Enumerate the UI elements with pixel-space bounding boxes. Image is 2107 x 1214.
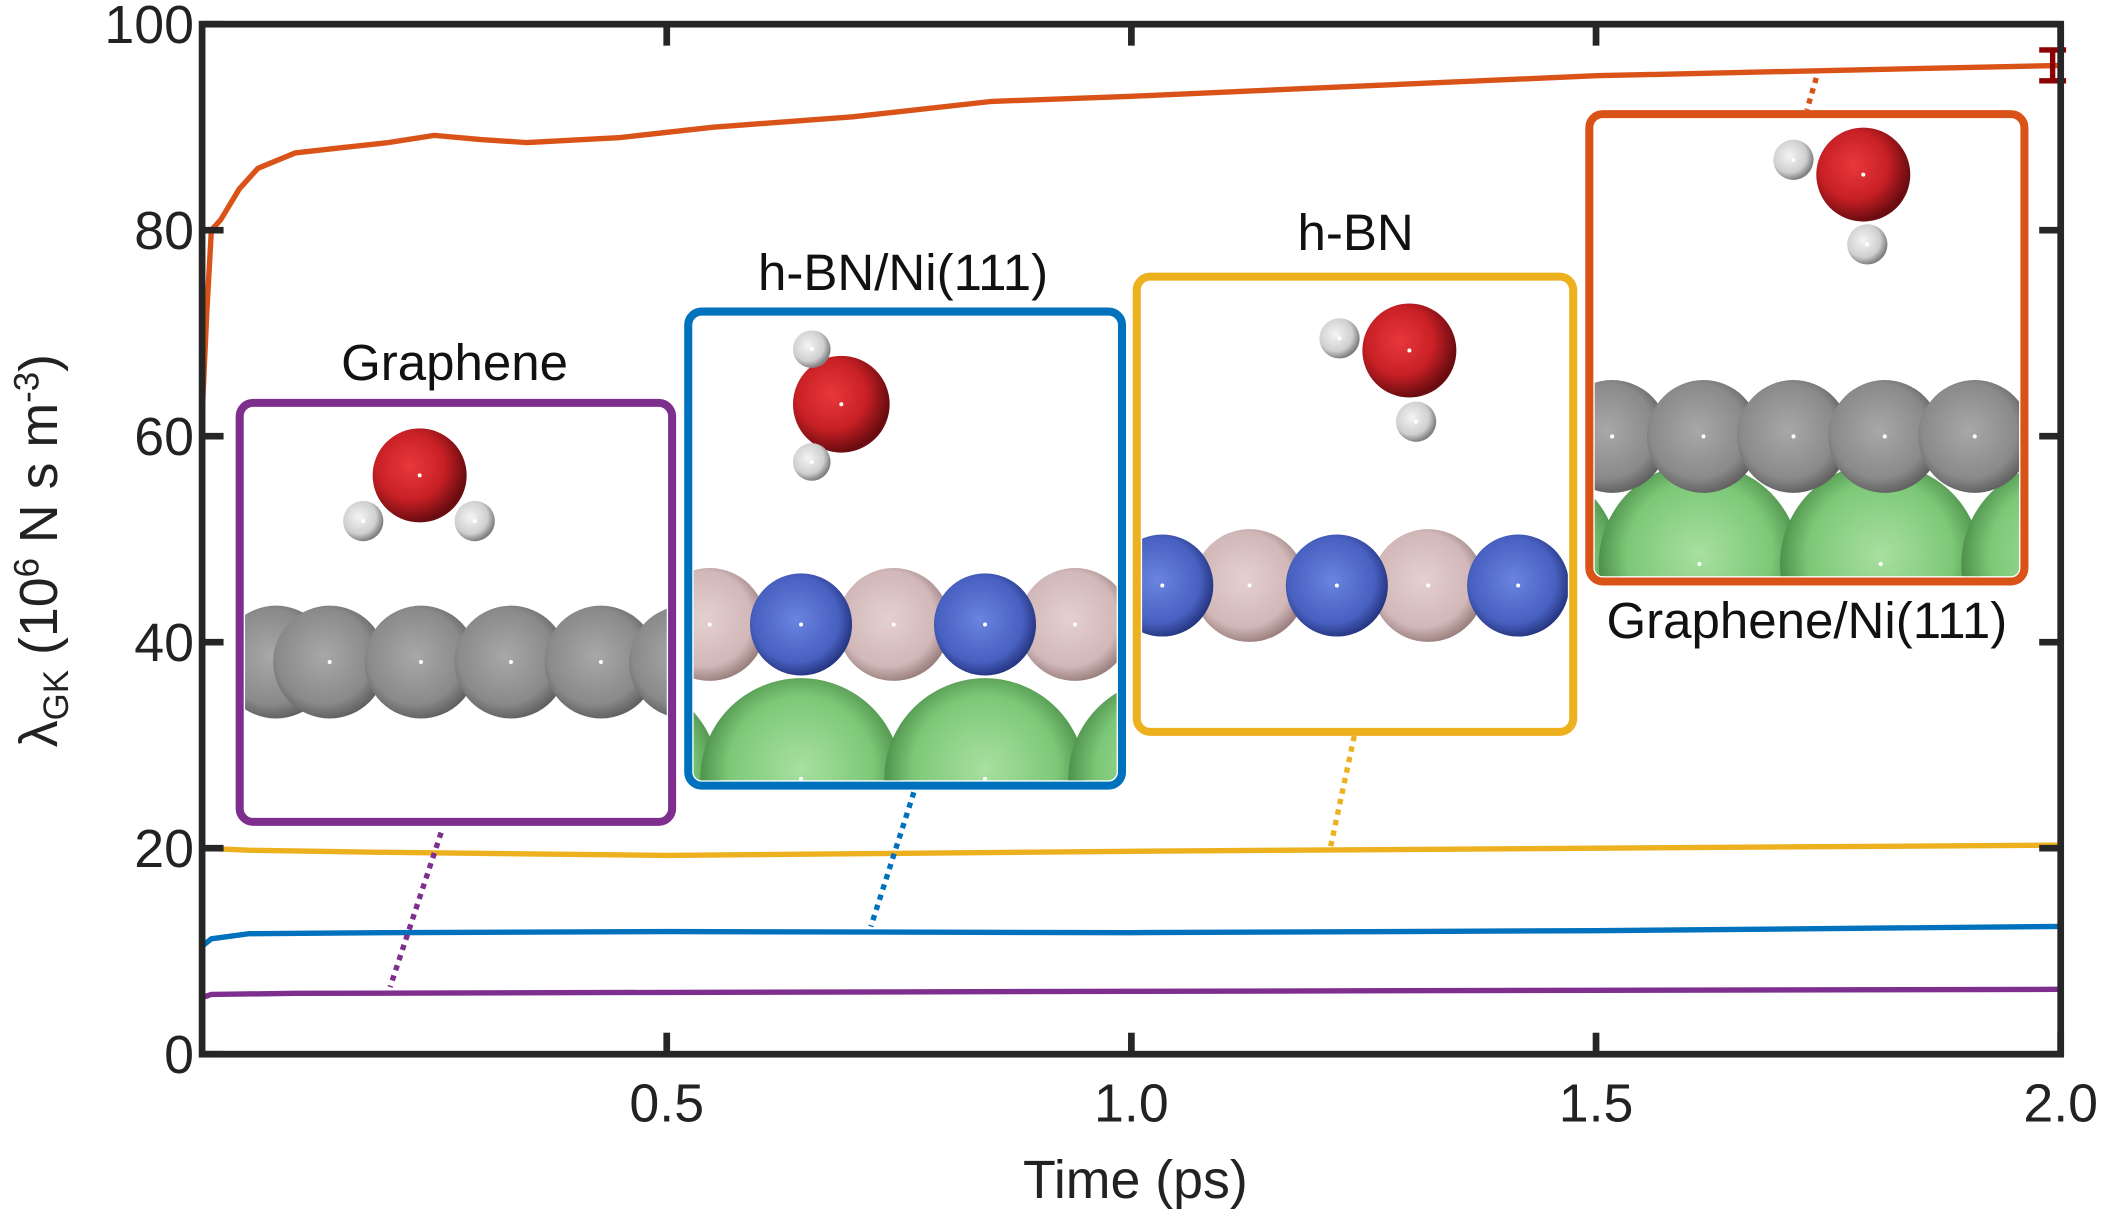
y-tick-label: 80 — [134, 201, 194, 261]
series-line-h-bn — [201, 842, 2061, 859]
inset-label: Graphene — [341, 334, 568, 391]
x-axis-label: Time (ps) — [1023, 1150, 1248, 1210]
y-label-unit-close: ) — [9, 354, 69, 372]
nickel-atom-highlight — [1878, 562, 1883, 567]
nitrogen-atom-highlight — [799, 622, 804, 627]
series-line-h-bn-ni-111- — [200, 923, 2061, 949]
inset-h-bn-ni-111: h-BN/Ni(111) — [684, 244, 1171, 790]
inset-h-bn: h-BN — [1132, 204, 1578, 736]
nitrogen-atom-highlight — [1516, 583, 1521, 588]
series-line-graphene — [201, 986, 2061, 1001]
oxygen-atom-highlight — [1861, 172, 1866, 177]
boron-atom-highlight — [1072, 622, 1078, 627]
carbon-atom-highlight — [508, 660, 513, 665]
y-tick-label: 20 — [134, 819, 194, 879]
y-tick-label: 100 — [104, 0, 194, 55]
y-label-symbol: λ — [9, 720, 69, 747]
carbon-atom-highlight — [418, 660, 423, 665]
carbon-atom-highlight — [598, 660, 603, 665]
nickel-atom-highlight — [1697, 562, 1702, 567]
boron-atom-highlight — [707, 622, 712, 627]
connector-line — [1327, 735, 1357, 850]
carbon-atom-highlight — [1882, 434, 1887, 439]
inset-frame — [684, 307, 1127, 790]
nickel-atom — [1961, 463, 2020, 577]
carbon-atom-highlight — [1701, 434, 1706, 439]
y-label-unit-open: (10 — [9, 577, 69, 670]
nitrogen-atom-highlight — [982, 622, 988, 627]
y-label-subscript: GK — [37, 670, 76, 720]
oxygen-atom-highlight — [1407, 348, 1412, 353]
hydrogen-atom-highlight — [1791, 157, 1796, 162]
y-tick-label: 40 — [134, 613, 194, 673]
carbon-atom-highlight — [327, 660, 332, 665]
x-tick-label: 0.5 — [629, 1073, 704, 1133]
inset-label: h-BN/Ni(111) — [758, 244, 1048, 301]
nickel-atom-highlight — [982, 776, 988, 781]
series-line-graphene-ni-111- — [199, 62, 2061, 416]
inset-graphene: Graphene — [235, 334, 677, 826]
molecule-structure — [1594, 127, 2020, 577]
y-label-unit: N s m — [9, 403, 69, 558]
boron-atom-highlight — [1247, 583, 1252, 588]
x-tick-label: 1.5 — [1559, 1073, 1634, 1133]
inset-frame — [1585, 110, 2029, 586]
carbon-atom-highlight — [1791, 434, 1796, 439]
connector-line — [1804, 77, 1819, 111]
y-label-exp2: -3 — [7, 372, 46, 403]
nickel-atom-highlight — [799, 776, 804, 781]
oxygen-atom-highlight — [417, 473, 422, 478]
boron-atom-highlight — [891, 622, 896, 627]
inset-layer: Graphene h-BN/Ni(111) h-BN Graphene/Ni(111) — [235, 110, 2029, 826]
inset-label: Graphene/Ni(111) — [1606, 592, 2007, 649]
connector-line — [868, 791, 917, 928]
hydrogen-atom-highlight — [361, 519, 366, 524]
molecule-structure — [693, 330, 1171, 781]
carbon-atom-highlight — [1972, 434, 1977, 439]
nitrogen-atom-highlight — [1160, 583, 1165, 588]
molecule-structure — [245, 428, 667, 719]
nitrogen-atom-highlight — [1334, 583, 1339, 588]
connector-line — [387, 831, 444, 988]
y-tick-label: 60 — [134, 407, 194, 467]
connector-layer — [387, 77, 1819, 988]
series-layer — [199, 47, 2067, 1001]
boron-atom-highlight — [1426, 583, 1431, 588]
molecule-structure — [1142, 303, 1568, 642]
inset-frame — [235, 398, 677, 826]
y-axis-label: λGK (106 N s m-3) — [7, 354, 76, 747]
inset-label: h-BN — [1298, 204, 1414, 261]
hydrogen-atom-highlight — [809, 459, 814, 464]
inset-frame — [1132, 272, 1578, 736]
inset-background — [239, 402, 673, 822]
carbon-atom-highlight — [1610, 434, 1615, 439]
y-tick-label: 0 — [164, 1025, 194, 1085]
hydrogen-atom-highlight — [1865, 242, 1870, 247]
y-label-exp: 6 — [7, 558, 46, 577]
hydrogen-atom-highlight — [809, 347, 814, 352]
hydrogen-atom-highlight — [1414, 419, 1419, 424]
hydrogen-atom-highlight — [472, 519, 477, 524]
nickel-atom-highlight — [1167, 777, 1171, 781]
inset-graphene-ni-111: Graphene/Ni(111) — [1585, 110, 2029, 649]
x-tick-label: 2.0 — [2023, 1073, 2098, 1133]
x-tick-label: 1.0 — [1094, 1073, 1169, 1133]
axes: 0 20 40 60 80 100 0.5 1.0 1.5 2.0 — [104, 0, 2098, 1133]
oxygen-atom-highlight — [839, 402, 844, 407]
carbon-atom — [629, 605, 667, 719]
hydrogen-atom-highlight — [1337, 336, 1342, 341]
